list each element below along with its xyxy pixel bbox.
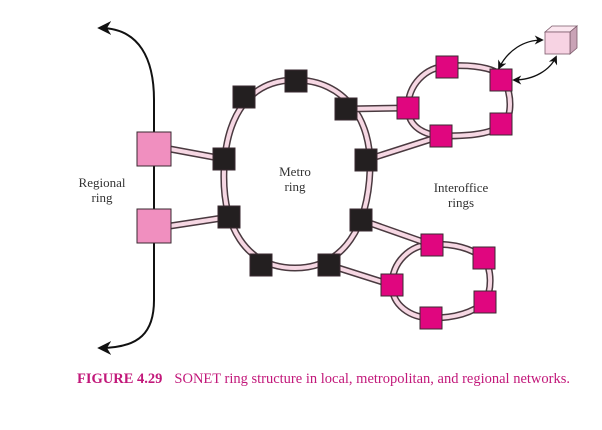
interoffice-rings-label: Interoffice rings bbox=[416, 180, 506, 210]
metro-node bbox=[217, 205, 241, 229]
interoffice-node bbox=[472, 246, 496, 270]
metro-node bbox=[317, 253, 341, 277]
metro-node bbox=[232, 85, 256, 109]
access-arrow-lower bbox=[512, 55, 558, 85]
metro-node bbox=[349, 208, 373, 232]
access-arrow-upper bbox=[498, 35, 544, 70]
figure-caption: FIGURE 4.29 SONET ring structure in local… bbox=[77, 370, 587, 389]
interoffice-node bbox=[429, 124, 453, 148]
regional-label-line-2: ring bbox=[91, 190, 113, 205]
metro-label-line-2: ring bbox=[284, 179, 306, 194]
interoffice-node bbox=[419, 306, 443, 330]
interoffice-node bbox=[489, 112, 513, 136]
regional-label-line-1: Regional bbox=[78, 175, 126, 190]
metro-node bbox=[249, 253, 273, 277]
metro-ring-label: Metro ring bbox=[260, 164, 330, 194]
interoffice-node bbox=[435, 55, 459, 79]
interoffice-label-line-1: Interoffice bbox=[433, 180, 489, 195]
metro-node bbox=[284, 69, 308, 93]
metro-label-line-1: Metro bbox=[279, 164, 311, 179]
ring-nodes bbox=[136, 55, 513, 330]
regional-node bbox=[136, 131, 172, 167]
metro-node bbox=[334, 97, 358, 121]
regional-ring-label: Regional ring bbox=[64, 175, 140, 205]
figure-caption-text: SONET ring structure in local, metropoli… bbox=[174, 371, 570, 387]
metro-node bbox=[212, 147, 236, 171]
link-metro-lower-interoffice-a bbox=[360, 218, 433, 247]
interoffice-node bbox=[473, 290, 497, 314]
interoffice-label-line-2: rings bbox=[448, 195, 474, 210]
metro-ring-fiber bbox=[221, 77, 373, 271]
interoffice-node bbox=[420, 233, 444, 257]
link-metro-upper-interoffice-b bbox=[365, 134, 442, 162]
interoffice-node bbox=[489, 68, 513, 92]
customer-premises-cube-icon bbox=[543, 25, 579, 55]
figure-number: FIGURE 4.29 bbox=[77, 371, 163, 387]
metro-node bbox=[354, 148, 378, 172]
regional-node bbox=[136, 208, 172, 244]
interoffice-node bbox=[396, 96, 420, 120]
regional-ring-line bbox=[97, 21, 155, 355]
interoffice-node bbox=[380, 273, 404, 297]
